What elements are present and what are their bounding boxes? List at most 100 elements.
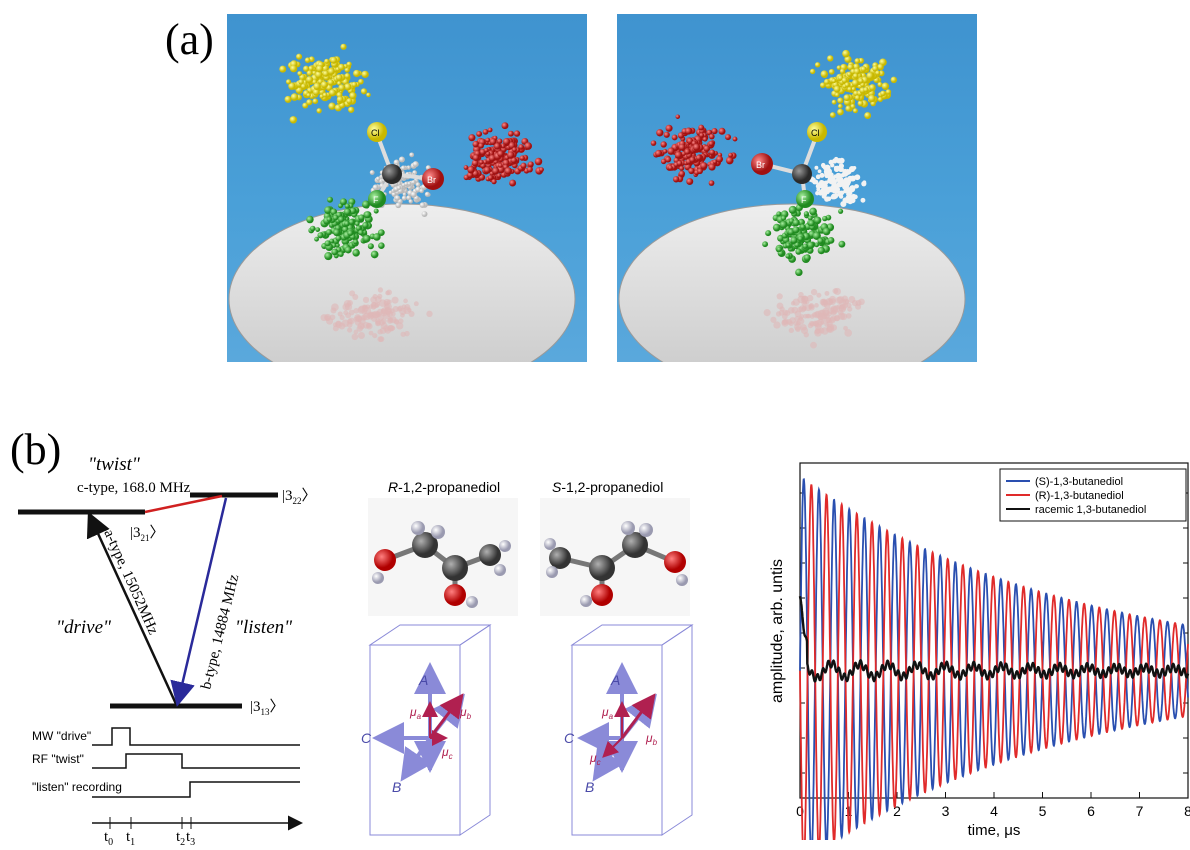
particle xyxy=(484,147,489,153)
particle xyxy=(656,129,664,137)
particle xyxy=(335,235,342,242)
particle xyxy=(838,194,844,199)
particle xyxy=(371,301,377,308)
particle xyxy=(689,156,696,163)
particle xyxy=(320,314,328,322)
particle xyxy=(817,318,824,326)
axis-b-label-s: B xyxy=(585,779,594,795)
particle xyxy=(306,99,313,106)
particle xyxy=(858,298,865,306)
particle xyxy=(785,253,791,259)
particle xyxy=(386,289,392,296)
particle xyxy=(700,162,708,170)
particle xyxy=(398,156,405,163)
particle xyxy=(792,219,800,227)
listen-label: "listen" xyxy=(235,617,293,638)
particle xyxy=(353,307,359,314)
particle xyxy=(467,165,475,174)
particle xyxy=(507,151,515,159)
particle xyxy=(794,315,800,322)
particle xyxy=(349,207,357,215)
particle xyxy=(671,134,678,141)
particle xyxy=(534,157,543,166)
particle xyxy=(660,158,667,165)
mu-a-label-r: μa xyxy=(409,705,422,721)
particle xyxy=(467,171,474,179)
particle xyxy=(832,288,839,294)
particle xyxy=(822,215,828,222)
particle xyxy=(772,223,781,232)
panel-a-label: (a) xyxy=(165,15,214,64)
particle xyxy=(339,198,347,206)
particle xyxy=(797,236,804,242)
particle xyxy=(348,106,355,113)
particle xyxy=(877,96,883,102)
particle xyxy=(492,167,500,175)
t3-label: t3 xyxy=(186,829,195,845)
particle xyxy=(397,305,404,312)
particle xyxy=(785,242,791,248)
particle xyxy=(810,341,817,349)
particle xyxy=(303,65,310,72)
particle xyxy=(426,310,433,318)
particle xyxy=(302,102,309,109)
particle xyxy=(812,231,821,240)
particle xyxy=(880,90,886,97)
particle xyxy=(765,230,772,237)
particle xyxy=(279,65,287,73)
mu-b-label-r: μb xyxy=(459,705,472,721)
particle xyxy=(808,219,815,227)
particle xyxy=(844,55,852,63)
particle xyxy=(327,79,335,86)
particle xyxy=(790,236,798,244)
particle xyxy=(667,165,673,171)
particle xyxy=(692,143,701,151)
particle xyxy=(314,236,319,242)
particle xyxy=(485,137,491,143)
particle xyxy=(357,331,365,340)
particle xyxy=(672,176,680,183)
particle xyxy=(830,310,837,316)
particle xyxy=(316,65,324,73)
particle xyxy=(833,85,841,93)
particle xyxy=(872,65,879,72)
particle xyxy=(410,191,417,198)
particle xyxy=(794,323,802,331)
particle xyxy=(802,299,808,305)
particle xyxy=(489,138,497,146)
particle xyxy=(718,127,726,135)
particle xyxy=(831,78,837,84)
particle xyxy=(844,329,853,337)
particle xyxy=(853,175,858,180)
particle xyxy=(404,181,409,186)
particle xyxy=(377,287,384,293)
particle xyxy=(326,216,332,222)
particle xyxy=(487,174,494,181)
particle xyxy=(372,184,379,191)
particle xyxy=(712,159,718,165)
s-dipole-box: A C B μa μb μc xyxy=(564,624,694,836)
particle xyxy=(315,227,321,233)
x-tick-label: 4 xyxy=(990,803,998,819)
mu-c-label-s: μc xyxy=(589,751,601,767)
axis-c-label-s: C xyxy=(564,730,575,746)
particle xyxy=(519,155,525,161)
particle xyxy=(401,195,407,201)
particle xyxy=(824,172,830,178)
particle xyxy=(362,321,370,329)
particle xyxy=(512,147,517,152)
particle xyxy=(366,92,371,98)
particle xyxy=(411,180,416,185)
r-dipole-box: A C B μa μb μc xyxy=(361,624,492,836)
particle xyxy=(686,137,694,145)
particle xyxy=(478,159,484,165)
particle xyxy=(391,191,397,197)
particle xyxy=(776,211,782,217)
particle xyxy=(725,156,734,165)
legend-label-s: (S)-1,3-butanediol xyxy=(1035,476,1123,488)
particle xyxy=(655,149,663,157)
particle xyxy=(510,157,518,164)
particle xyxy=(838,312,846,320)
particle xyxy=(498,163,503,168)
particle xyxy=(333,228,341,237)
